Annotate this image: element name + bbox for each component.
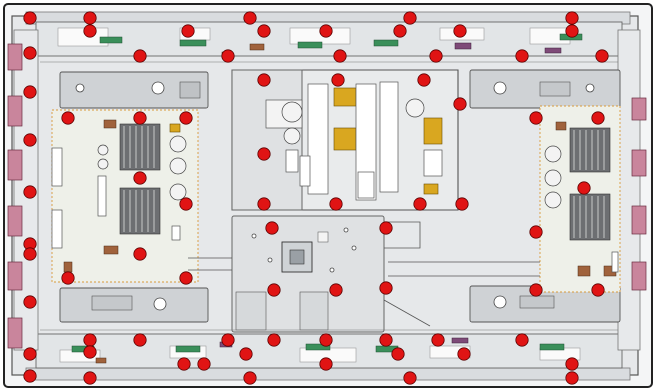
- marker-dot: [319, 357, 333, 371]
- marker-layer: [23, 11, 609, 385]
- marker-dot: [133, 333, 147, 347]
- marker-dot: [23, 11, 37, 25]
- marker-dot: [417, 73, 431, 87]
- marker-dot: [243, 371, 257, 385]
- marker-dot: [23, 85, 37, 99]
- marker-dot: [391, 347, 405, 361]
- marker-dot: [133, 171, 147, 185]
- marker-dot: [413, 197, 427, 211]
- marker-dot: [577, 181, 591, 195]
- left-sustain-board: [51, 109, 199, 283]
- marker-dot: [453, 97, 467, 111]
- marker-dot: [403, 11, 417, 25]
- marker-dot: [429, 49, 443, 63]
- marker-dot: [257, 147, 271, 161]
- marker-dot: [591, 111, 605, 125]
- marker-dot: [23, 295, 37, 309]
- marker-dot: [457, 347, 471, 361]
- flex-cables: [188, 221, 540, 327]
- marker-dot: [179, 271, 193, 285]
- marker-dot: [61, 271, 75, 285]
- marker-dot: [595, 49, 609, 63]
- marker-dot: [529, 111, 543, 125]
- power-supply-board: [231, 69, 459, 211]
- marker-dot: [565, 24, 579, 38]
- marker-dot: [133, 111, 147, 125]
- right-sustain-board: [539, 105, 621, 293]
- marker-dot: [221, 333, 235, 347]
- marker-dot: [265, 221, 279, 235]
- marker-dot: [267, 333, 281, 347]
- marker-dot: [403, 371, 417, 385]
- logic-board: [231, 215, 385, 333]
- marker-dot: [221, 49, 235, 63]
- marker-dot: [83, 11, 97, 25]
- marker-dot: [319, 24, 333, 38]
- marker-dot: [197, 357, 211, 371]
- marker-dot: [23, 46, 37, 60]
- marker-dot: [181, 24, 195, 38]
- marker-dot: [379, 221, 393, 235]
- marker-dot: [257, 197, 271, 211]
- marker-dot: [329, 283, 343, 297]
- marker-dot: [453, 24, 467, 38]
- marker-dot: [331, 73, 345, 87]
- marker-dot: [515, 333, 529, 347]
- marker-dot: [243, 11, 257, 25]
- marker-dot: [319, 333, 333, 347]
- marker-dot: [239, 347, 253, 361]
- lower-right-bracket: [469, 285, 621, 323]
- marker-dot: [23, 247, 37, 261]
- marker-dot: [455, 197, 469, 211]
- marker-dot: [179, 111, 193, 125]
- marker-dot: [529, 225, 543, 239]
- marker-dot: [133, 49, 147, 63]
- marker-dot: [83, 371, 97, 385]
- marker-dot: [83, 333, 97, 347]
- marker-dot: [179, 197, 193, 211]
- marker-dot: [565, 371, 579, 385]
- marker-dot: [565, 11, 579, 25]
- marker-dot: [333, 49, 347, 63]
- upper-right-bracket: [469, 69, 621, 109]
- marker-dot: [257, 24, 271, 38]
- marker-dot: [23, 133, 37, 147]
- marker-dot: [23, 185, 37, 199]
- marker-dot: [591, 283, 605, 297]
- marker-dot: [83, 24, 97, 38]
- marker-dot: [267, 283, 281, 297]
- marker-dot: [379, 281, 393, 295]
- marker-dot: [565, 357, 579, 371]
- marker-dot: [83, 345, 97, 359]
- marker-dot: [329, 197, 343, 211]
- marker-dot: [257, 73, 271, 87]
- upper-left-bracket: [59, 71, 209, 109]
- marker-dot: [529, 283, 543, 297]
- lower-left-bracket: [59, 287, 209, 323]
- marker-dot: [23, 369, 37, 383]
- marker-dot: [23, 347, 37, 361]
- marker-dot: [515, 49, 529, 63]
- marker-dot: [177, 357, 191, 371]
- marker-dot: [61, 111, 75, 125]
- marker-dot: [393, 24, 407, 38]
- marker-dot: [379, 333, 393, 347]
- marker-dot: [133, 247, 147, 261]
- marker-dot: [431, 333, 445, 347]
